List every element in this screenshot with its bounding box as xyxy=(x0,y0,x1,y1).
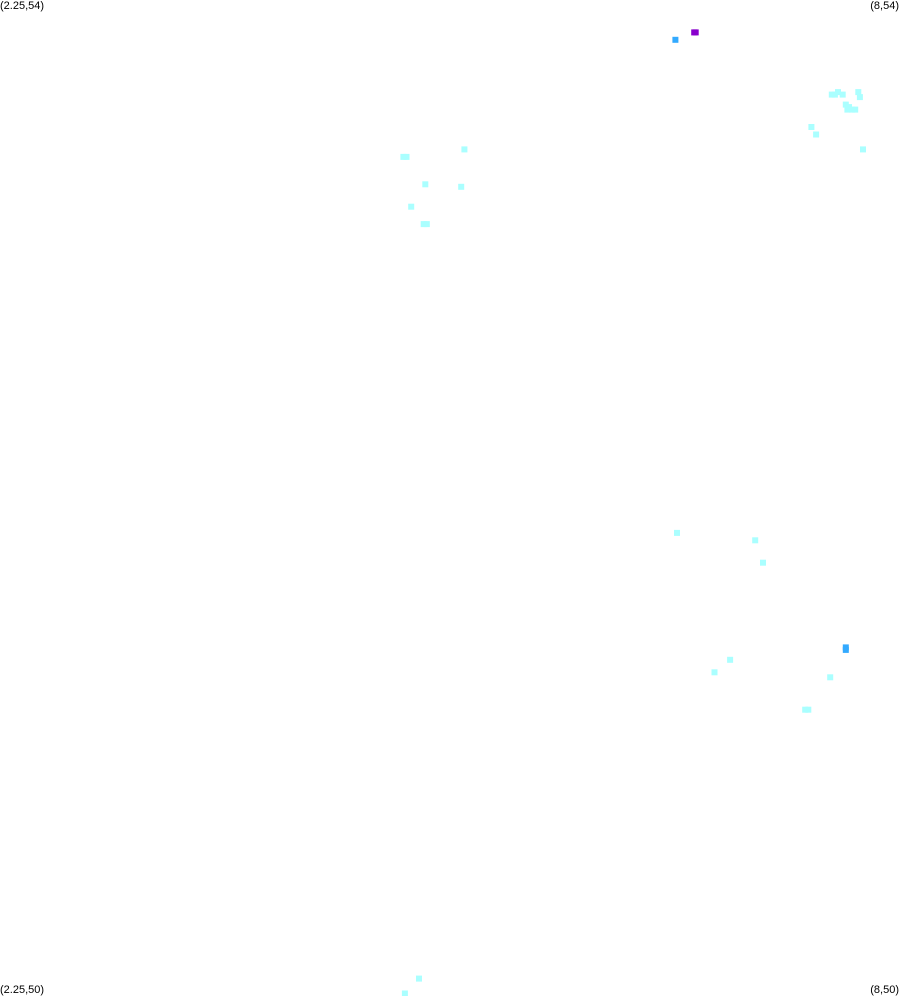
data-cell-25 xyxy=(674,529,680,536)
data-cell-33 xyxy=(802,706,809,713)
data-cell-20 xyxy=(422,181,429,188)
data-cell-4 xyxy=(831,91,838,98)
data-cell-32 xyxy=(827,674,834,681)
data-cell-34 xyxy=(805,706,812,713)
data-cell-19 xyxy=(461,146,468,153)
data-cell-26 xyxy=(752,537,759,544)
data-cell-6 xyxy=(839,91,846,98)
data-cell-8 xyxy=(856,94,863,101)
data-cell-35 xyxy=(416,975,422,982)
corner-label-top-right: (8,54) xyxy=(870,0,899,12)
data-cell-21 xyxy=(458,183,465,190)
data-cell-22 xyxy=(408,203,415,210)
data-cell-5 xyxy=(835,89,841,96)
data-cell-17 xyxy=(400,153,407,160)
corner-label-bottom-right: (8,50) xyxy=(870,984,899,996)
data-cell-18 xyxy=(403,153,410,160)
data-cell-24 xyxy=(423,221,430,228)
data-cell-14 xyxy=(808,124,815,130)
data-cell-15 xyxy=(813,131,820,138)
data-cell-23 xyxy=(420,221,427,228)
data-cell-29 xyxy=(842,646,849,653)
data-cell-2 xyxy=(672,36,679,43)
data-cell-7 xyxy=(855,89,862,96)
data-cell-9 xyxy=(842,101,849,108)
data-cell-27 xyxy=(760,559,766,566)
data-cells xyxy=(400,29,866,996)
data-cell-31 xyxy=(711,669,718,676)
corner-label-top-left: (2.25,54) xyxy=(0,0,45,12)
data-cell-13 xyxy=(844,106,851,113)
data-cell-12 xyxy=(852,106,859,113)
data-cell-1 xyxy=(692,29,699,36)
data-cell-3 xyxy=(828,91,835,98)
data-cell-16 xyxy=(860,146,866,153)
data-cell-30 xyxy=(727,656,734,663)
data-cell-11 xyxy=(849,106,856,113)
corner-label-bottom-left: (2.25,50) xyxy=(0,984,45,996)
data-cell-36 xyxy=(401,990,408,996)
